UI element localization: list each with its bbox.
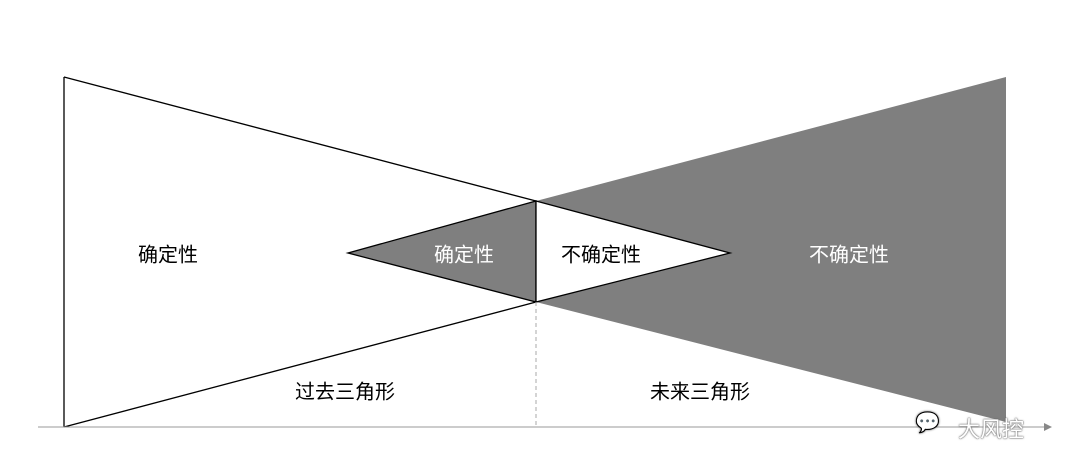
future-uncertainty-label: 不确定性 (809, 242, 889, 267)
past-triangle-label: 过去三角形 (295, 379, 395, 404)
past-triangle (64, 77, 536, 427)
wechat-icon: 💬 (915, 410, 940, 434)
watermark: 大风控 (958, 418, 1025, 443)
axis-arrow (1044, 423, 1052, 431)
future-triangle-label: 未来三角形 (650, 379, 750, 404)
inner-uncertainty-label: 不确定性 (561, 242, 641, 267)
past-top-edge (63, 76, 537, 202)
inner-certainty-label: 确定性 (434, 242, 494, 267)
inner-uncertainty-triangle (535, 200, 733, 303)
past-certainty-label: 确定性 (138, 242, 198, 267)
past-bottom-edge (63, 301, 537, 428)
future-uncertainty-region (536, 77, 1006, 422)
